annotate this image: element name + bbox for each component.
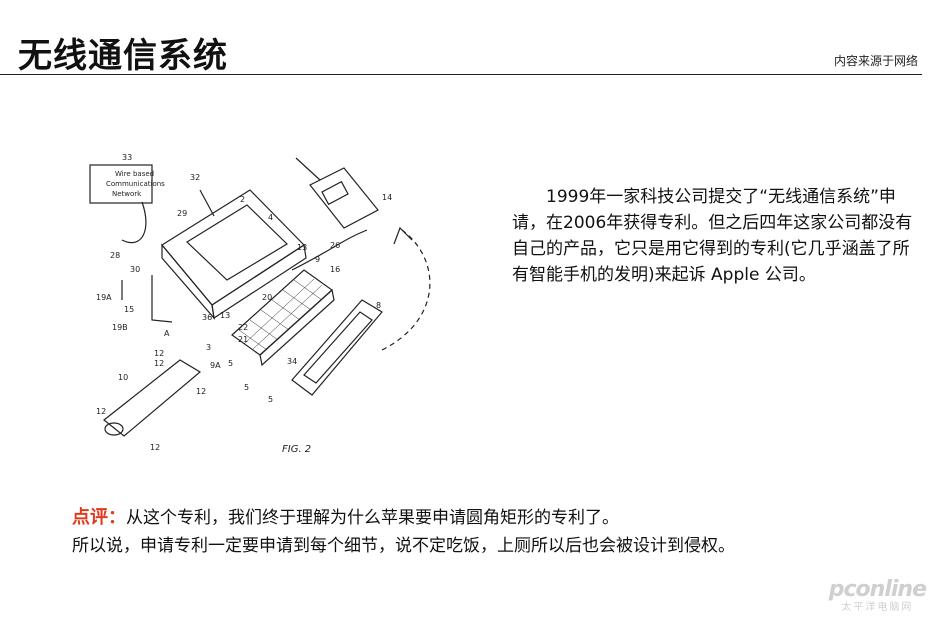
ref-label: 36 xyxy=(202,313,212,322)
ref-label: 20 xyxy=(262,293,272,302)
ref-label: 22 xyxy=(238,323,248,332)
watermark-brand: pconline xyxy=(828,577,927,602)
ref-label: 2 xyxy=(240,195,245,204)
description-paragraph: 1999年一家科技公司提交了“无线通信系统”申请，在2006年获得专利。但之后四… xyxy=(512,187,913,285)
ref-label: 32 xyxy=(190,173,200,182)
ref-label: 3 xyxy=(206,343,211,352)
ref-label: 12 xyxy=(150,443,160,452)
device-body xyxy=(161,189,305,306)
ref-label: 4 xyxy=(268,213,273,222)
comment-text-1: 从这个专利，我们终于理解为什么苹果要申请圆角矩形的专利了。 xyxy=(126,508,619,528)
ref-label: 26 xyxy=(330,241,340,250)
ref-label: 13 xyxy=(220,311,230,320)
page-title: 无线通信系统 xyxy=(18,36,228,76)
comment-label: 点评： xyxy=(72,507,126,528)
ref-label: 12 xyxy=(154,359,164,368)
figure-caption: FIG. 2 xyxy=(282,444,311,455)
watermark-logo: pconline 太平洋电脑网 xyxy=(828,577,927,613)
watermark-sub: 太平洋电脑网 xyxy=(841,602,914,613)
ref-label: 8 xyxy=(376,301,381,310)
network-box xyxy=(89,164,153,204)
comment-block: 点评：从这个专利，我们终于理解为什么苹果要申请圆角矩形的专利了。 所以说，申请专… xyxy=(72,504,912,560)
ref-label: 14 xyxy=(382,193,392,202)
comment-text-2: 所以说，申请专利一定要申请到每个细节，说不定吃饭，上厕所以后也会被设计到侵权。 xyxy=(72,536,735,556)
ref-label: A xyxy=(164,329,170,338)
ref-label: 12 xyxy=(196,387,206,396)
ref-label: 19B xyxy=(112,323,128,332)
ref-label: 34 xyxy=(287,357,297,366)
ref-label: 12 xyxy=(154,349,164,358)
ref-label: 30 xyxy=(130,265,140,274)
box-label-line-2: Communications xyxy=(106,180,165,188)
patent-figure: Wire based Communications Network 33 32 … xyxy=(89,153,431,455)
ref-label: 13 xyxy=(297,243,307,252)
ref-label: 10 xyxy=(118,373,128,382)
card-module xyxy=(291,299,383,396)
ref-label: 33 xyxy=(122,153,132,162)
ref-label: 21 xyxy=(238,335,248,344)
ref-label: 9A xyxy=(210,361,221,370)
ref-label: 19A xyxy=(96,293,112,302)
ref-label: 5 xyxy=(268,395,273,404)
ref-label: 29 xyxy=(177,209,187,218)
box-label-line-1: Wire based xyxy=(115,170,154,178)
ref-label: 15 xyxy=(124,305,134,314)
source-note: 内容来源于网络 xyxy=(833,54,918,68)
header-divider xyxy=(0,74,922,75)
comment-line-1: 点评：从这个专利，我们终于理解为什么苹果要申请圆角矩形的专利了。 xyxy=(72,504,912,532)
device-screen xyxy=(186,204,288,281)
ref-label: 12 xyxy=(96,407,106,416)
ref-label: 28 xyxy=(110,251,120,260)
ref-label: 5 xyxy=(244,383,249,392)
ref-label: 9 xyxy=(315,255,320,264)
ref-label: 5 xyxy=(228,359,233,368)
ref-label: 16 xyxy=(330,265,340,274)
box-label-line-3: Network xyxy=(112,190,142,198)
pen-module xyxy=(103,359,202,437)
handset xyxy=(309,167,379,229)
